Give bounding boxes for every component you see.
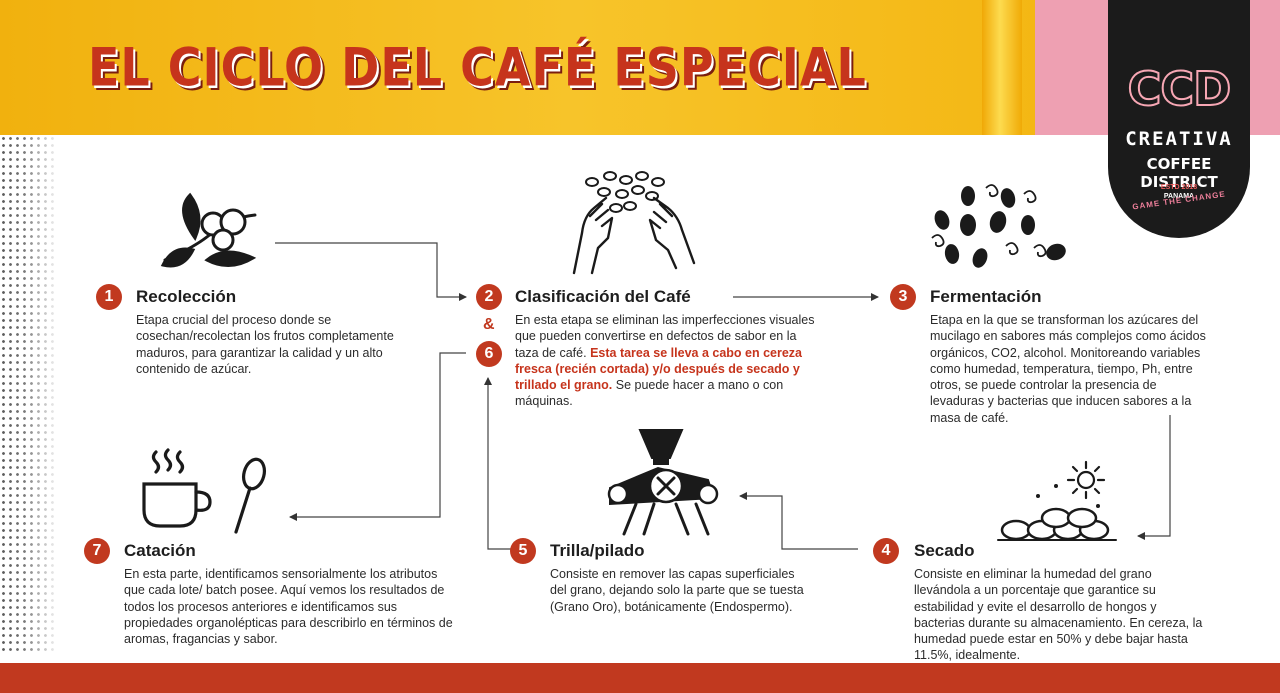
desc-highlight: Esta tarea se lleva a cabo en cereza fre… <box>515 345 803 393</box>
desc-start: En esta etapa se eliminan las imperfecci… <box>515 313 815 360</box>
step-title-secado: Secado <box>914 541 975 560</box>
footer-bar <box>0 663 1280 693</box>
coffee-cherry-branch-icon <box>160 192 257 268</box>
brand-badge: CCD CREATIVA COFFEE DISTRICT ESTD 2018 P… <box>1108 0 1250 238</box>
step-title-recoleccion: Recolección <box>136 287 237 306</box>
sun-drying-beans-icon <box>997 460 1117 541</box>
step-description-catacion: En esta parte, identificamos sensorialme… <box>124 567 453 647</box>
step-title-trilla: Trilla/pilado <box>550 541 645 560</box>
step-number-2: 2 <box>476 284 502 310</box>
hulling-machine-icon <box>607 429 719 536</box>
yellow-pipe <box>982 0 1022 135</box>
step-title-catacion: Catación <box>124 541 196 560</box>
brand-name-line1: CREATIVA <box>1125 128 1233 150</box>
fermenting-beans-icon <box>931 184 1066 268</box>
step-title-clasificacion: Clasificación del Café <box>515 287 691 306</box>
step-description-secado: Consiste en eliminar la humedad del gran… <box>914 567 1203 663</box>
step-number-3: 3 <box>890 284 916 310</box>
step-number-6: 6 <box>476 341 502 367</box>
desc-end: Se puede hacer a mano o con máquinas. <box>515 378 784 409</box>
hands-sorting-beans-icon <box>572 171 696 275</box>
page-title: EL CICLO DEL CAFÉ ESPECIAL <box>88 36 867 99</box>
step-ampersand: & <box>483 316 495 333</box>
step-description-fermentacion: Etapa en la que se transforman los azúca… <box>930 313 1206 425</box>
step-description-clasificacion: En esta etapa se eliminan las imperfecci… <box>515 312 815 410</box>
step-description-recoleccion: Etapa crucial del proceso donde se cosec… <box>136 313 394 376</box>
step-number-4: 4 <box>873 538 899 564</box>
halftone-fade <box>0 135 60 655</box>
arrow-6-to-7 <box>289 352 466 521</box>
step-number-7: 7 <box>84 538 110 564</box>
arrow-1-to-2 <box>275 242 467 301</box>
yellow-wall <box>0 0 1040 135</box>
brand-location: PANAMA <box>1163 193 1195 200</box>
step-number-1: 1 <box>96 284 122 310</box>
step-description-trilla: Consiste en remover las capas superficia… <box>550 567 804 614</box>
cupping-cup-spoon-icon <box>142 448 267 534</box>
brand-logo-letters: CCD <box>1127 61 1233 117</box>
brand-established: ESTD 2018 <box>1160 184 1198 191</box>
arrow-3-to-4 <box>1137 415 1171 540</box>
step-number-5: 5 <box>510 538 536 564</box>
step-title-fermentacion: Fermentación <box>930 287 1042 306</box>
arrow-4-to-5 <box>739 492 858 550</box>
brand-name-line2: COFFEE DISTRICT <box>1140 155 1218 191</box>
